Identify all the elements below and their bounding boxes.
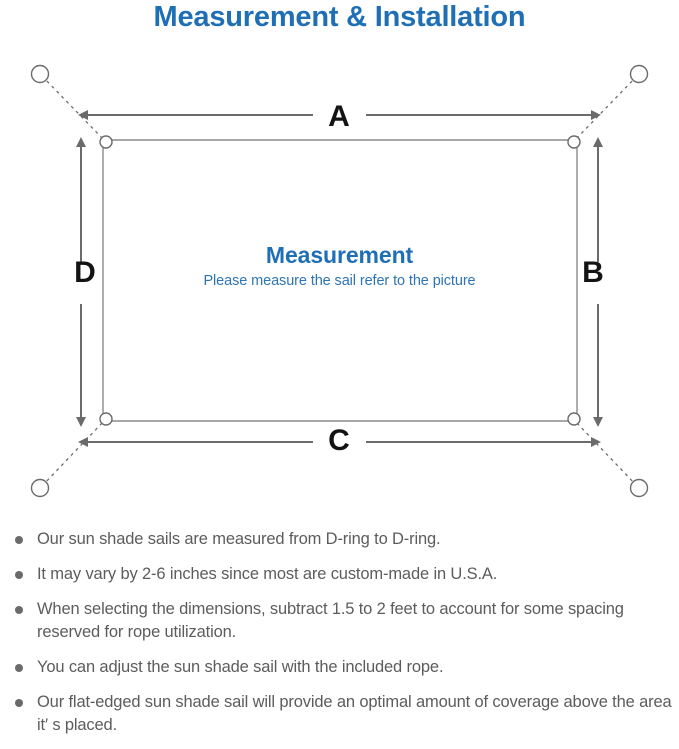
note-item: You can adjust the sun shade sail with t… [10,656,675,679]
rope-lines [41,75,638,487]
dimension-label-a: A [328,100,350,133]
note-item: Our sun shade sails are measured from D-… [10,528,675,551]
anchor-post-top-left [30,64,50,84]
d-ring-bottom-left [99,412,113,426]
dimension-arrows [76,110,603,447]
anchor-post-top-right [629,64,649,84]
note-item: Our flat-edged sun shade sail will provi… [10,691,675,737]
d-ring-top-right [567,135,581,149]
note-item: When selecting the dimensions, subtract … [10,598,675,644]
dimension-label-b: B [582,256,604,289]
anchor-post-bottom-left [30,478,50,498]
diagram-svg [30,64,649,498]
dimension-label-c: C [328,424,350,457]
note-item: It may vary by 2-6 inches since most are… [10,563,675,586]
measurement-diagram: Measurement Please measure the sail refe… [0,50,679,520]
d-rings [99,135,581,426]
rope-line-top-left [41,75,105,141]
d-ring-bottom-right [567,412,581,426]
dimension-label-d: D [74,256,96,289]
notes-list: Our sun shade sails are measured from D-… [10,528,675,749]
anchor-post-bottom-right [629,478,649,498]
rope-line-top-right [574,75,638,141]
page-title: Measurement & Installation [153,1,526,33]
sail-panel [102,139,578,422]
rope-line-bottom-right [574,420,638,487]
anchor-posts [30,64,649,498]
d-ring-top-left [99,135,113,149]
rope-line-bottom-left [41,420,105,487]
